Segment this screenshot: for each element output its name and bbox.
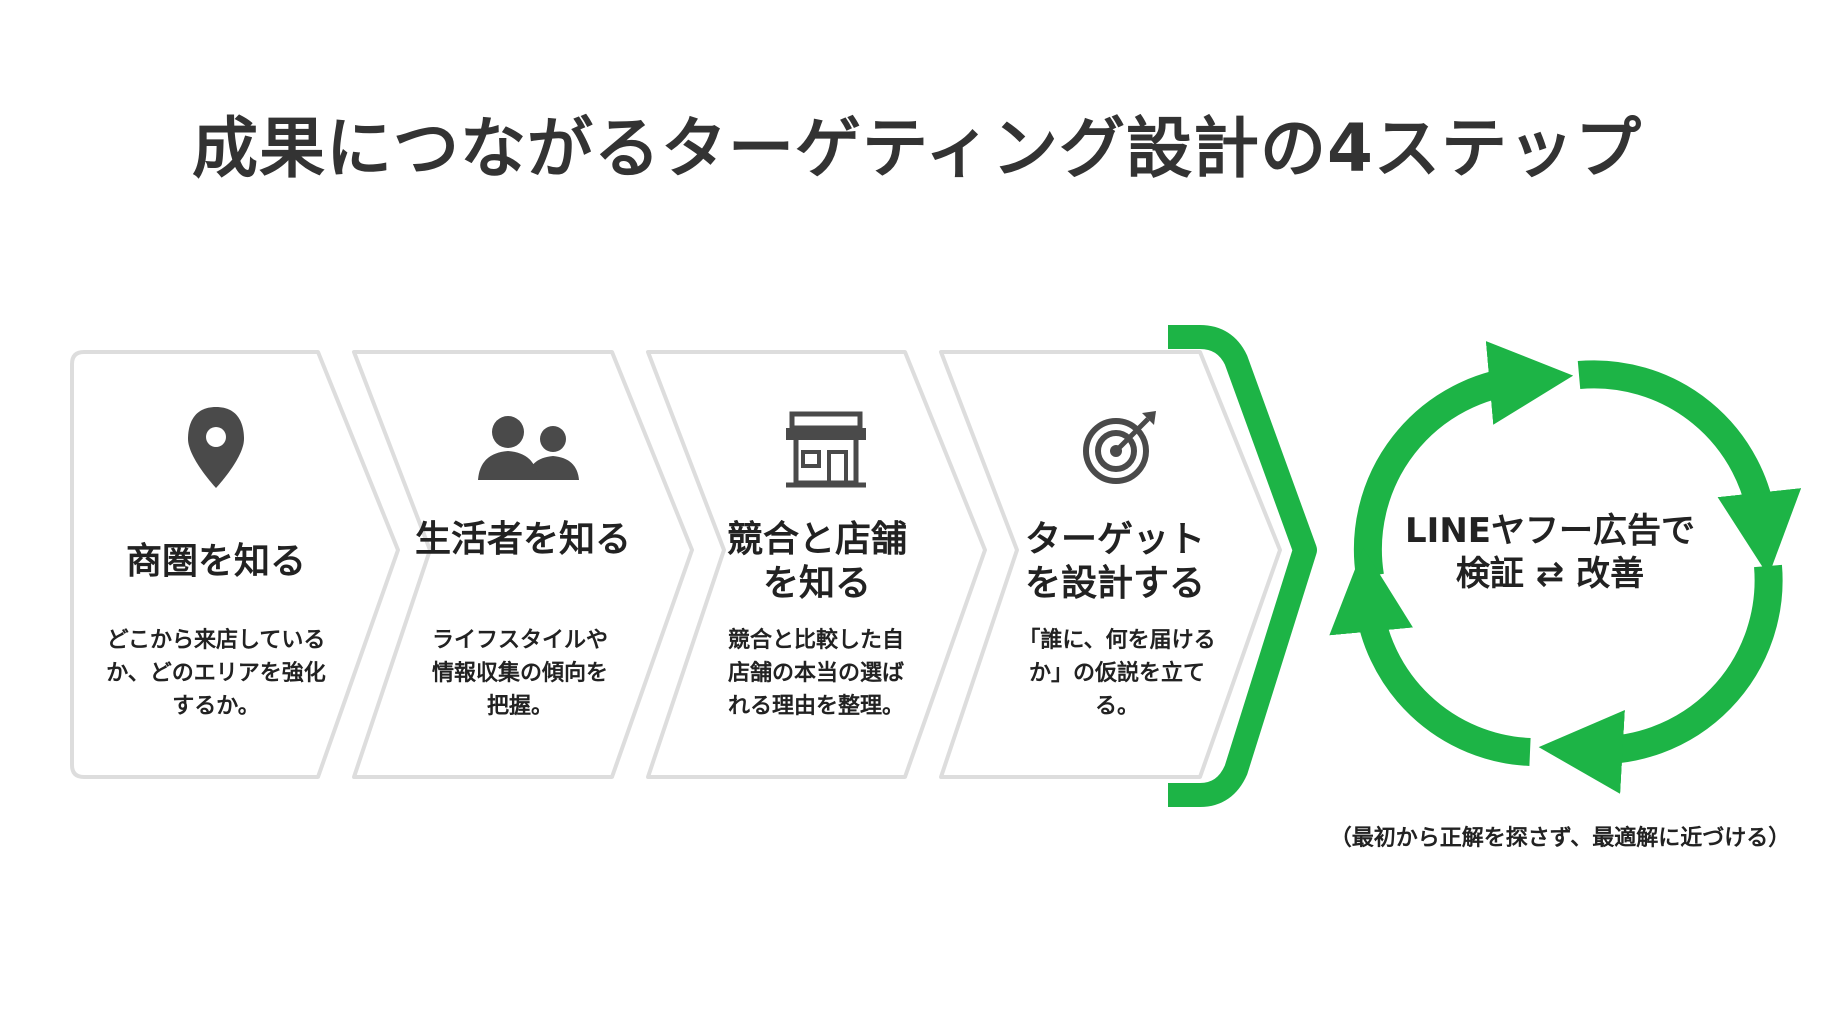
cycle-arrow-bottom-right [1538, 564, 1783, 794]
step-card-3 [646, 350, 987, 779]
page-title: 成果につながるターゲティング設計の4ステップ [192, 110, 1642, 187]
cycle-label-line-2: 検証 ⇄ 改善 [1455, 554, 1645, 594]
cycle-label: LINEヤフー広告で 検証 ⇄ 改善 [1380, 510, 1720, 596]
cycle-arrow-top-right [1577, 360, 1802, 577]
step-3-title: 競合と店舗を知る [726, 519, 907, 604]
step-1-title: 商圏を知る [125, 541, 306, 582]
target-icon [1083, 411, 1156, 484]
green-chevron-bracket [1168, 325, 1317, 807]
step-2-description: ライフスタイルや情報収集の傾向を把握。 [431, 628, 608, 719]
step-4-title: ターゲットを設計する [1024, 519, 1205, 604]
cycle-label-line-1: LINEヤフー広告で [1405, 511, 1695, 551]
step-2-title: 生活者を知る [414, 519, 631, 560]
step-card-1 [70, 350, 400, 779]
step-4-description: 「誰に、何を届けるか」の仮説を立てる。 [1018, 628, 1216, 719]
step-card-4 [939, 350, 1282, 779]
step-card-2 [352, 350, 694, 779]
cycle-arrow-top-left [1353, 341, 1574, 579]
map-pin-icon [188, 407, 244, 488]
cycle-footnote: （最初から正解を探さず、最適解に近づける） [1329, 826, 1791, 851]
storefront-icon [786, 411, 866, 488]
step-3-description: 競合と比較した自店舗の本当の選ばれる理由を整理。 [727, 628, 904, 719]
step-1-description: どこから来店しているか、どのエリアを強化するか。 [106, 628, 326, 719]
cycle-arrow-bottom-left [1329, 547, 1531, 766]
cycle-arrows-icon [1329, 341, 1802, 794]
people-icon [478, 416, 579, 480]
